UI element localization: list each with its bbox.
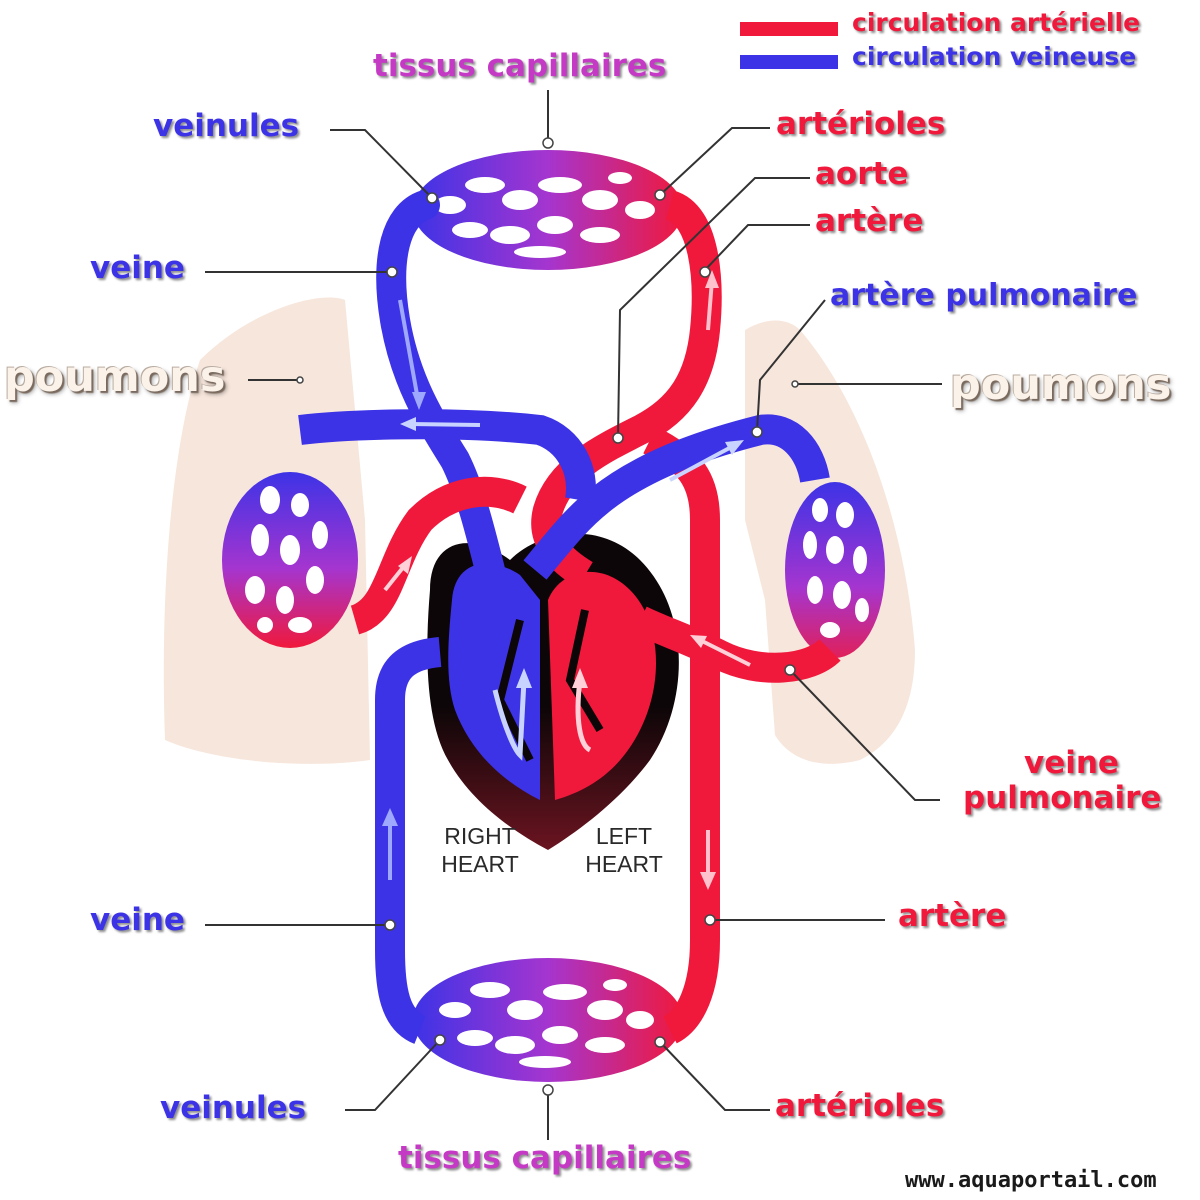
leader-lines: [205, 90, 942, 1140]
flow-arrows: [382, 270, 751, 890]
label-artere-pulmonaire: artère pulmonaire: [830, 278, 1138, 313]
pulmonary-vein-left: [349, 476, 527, 635]
label-arterioles-bottom: artérioles: [775, 1088, 945, 1124]
label-veine-bottom: veine: [90, 902, 185, 938]
label-tissus-capillaires-bottom: tissus capillaires: [398, 1140, 692, 1176]
legend-swatch-arterial: [740, 22, 838, 36]
legend-label-arterial: circulation artérielle: [852, 8, 1141, 37]
site-credit: www.aquaportail.com: [905, 1168, 1157, 1193]
label-veine-top: veine: [90, 250, 185, 286]
label-right-heart-line2: HEART: [441, 851, 519, 877]
heart: [427, 533, 679, 850]
leader-dots: [296, 137, 799, 1096]
label-poumons-right: poumons: [950, 360, 1172, 410]
label-poumons-left: poumons: [4, 352, 226, 402]
capillary-bed-top: [413, 150, 683, 270]
pulmonary-vein-right: [633, 606, 841, 683]
legend-swatch-venous: [740, 55, 838, 69]
label-artere-top: artère: [815, 203, 924, 239]
pulmonary-artery: [523, 414, 830, 580]
label-left-heart: LEFT HEART: [582, 822, 666, 878]
capillary-bed-bottom: [413, 958, 683, 1082]
label-veine-pulmonaire-line1: veine: [1024, 745, 1119, 781]
label-left-heart-line2: HEART: [585, 851, 663, 877]
capillary-bed-lung-left: [222, 472, 358, 648]
legend-label-venous: circulation veineuse: [852, 42, 1137, 71]
label-left-heart-line1: LEFT: [595, 823, 653, 849]
capillary-bed-lung-right: [785, 482, 885, 658]
label-veine-pulmonaire-line2: pulmonaire: [963, 780, 1162, 816]
label-veinules-bottom: veinules: [160, 1090, 307, 1126]
label-veinules-top: veinules: [153, 108, 300, 144]
label-right-heart-line1: RIGHT: [444, 823, 516, 849]
pulmonary-vein-left-top: [298, 409, 596, 503]
label-tissus-capillaires-top: tissus capillaires: [373, 48, 667, 84]
label-artere-bottom: artère: [898, 898, 1007, 934]
label-arterioles-top: artérioles: [776, 106, 946, 142]
label-aorte: aorte: [815, 156, 909, 192]
label-right-heart: RIGHT HEART: [440, 822, 520, 878]
